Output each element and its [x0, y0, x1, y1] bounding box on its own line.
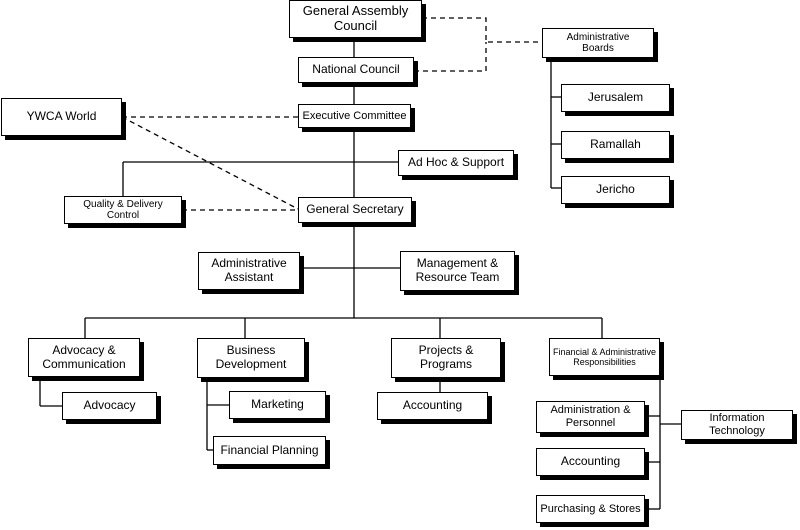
financial-administrative-box: Financial & Administrative Responsibilit…	[549, 338, 660, 376]
management-resource-team-box: Management & Resource Team	[400, 251, 515, 291]
financial-planning-box: Financial Planning	[213, 436, 326, 465]
administrative-assistant-box: Administrative Assistant	[198, 252, 300, 290]
ramallah-box: Ramallah	[561, 131, 670, 159]
jerusalem-box: Jerusalem	[561, 84, 670, 112]
information-technology-box: Information Technology	[681, 410, 793, 440]
national-council-box: National Council	[298, 57, 414, 83]
quality-delivery-control-box: Quality & Delivery Control	[64, 196, 182, 224]
dash-nc-ab	[414, 42, 487, 72]
dash-world-gs	[121, 116, 299, 210]
advocacy-box: Advocacy	[62, 392, 157, 420]
dash-gac-ab	[422, 17, 542, 43]
accounting-projects-box: Accounting	[377, 392, 488, 420]
general-assembly-council-box: General Assembly Council	[289, 0, 422, 38]
administration-personnel-box: Administration & Personnel	[536, 401, 645, 433]
projects-programs-box: Projects & Programs	[391, 338, 501, 378]
advocacy-communication-box: Advocacy & Communication	[28, 338, 140, 377]
administrative-boards-box: Administrative Boards	[542, 28, 654, 58]
marketing-box: Marketing	[229, 391, 326, 419]
business-development-box: Business Development	[197, 338, 305, 378]
ad-hoc-support-box: Ad Hoc & Support	[398, 150, 514, 176]
executive-committee-box: Executive Committee	[298, 104, 411, 128]
general-secretary-box: General Secretary	[298, 197, 412, 223]
jericho-box: Jericho	[561, 176, 670, 204]
ywca-world-box: YWCA World	[1, 98, 122, 136]
accounting-finance-box: Accounting	[536, 448, 645, 476]
purchasing-stores-box: Purchasing & Stores	[536, 495, 645, 523]
